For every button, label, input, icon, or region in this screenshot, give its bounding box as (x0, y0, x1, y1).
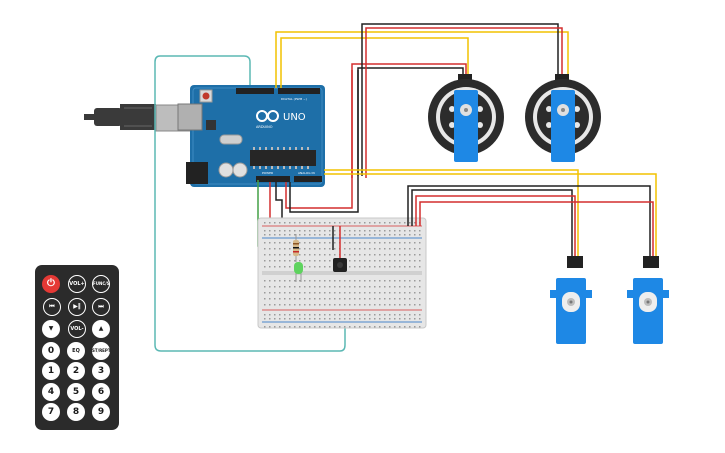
remote-eq-button[interactable]: EQ (67, 342, 85, 360)
remote-6-button[interactable]: 6 (92, 383, 110, 401)
remote-vol-down-button[interactable]: VOL- (68, 320, 86, 338)
arduino-brand-label: ARDUINO (256, 125, 273, 129)
arduino-analog-label: ANALOG IN (298, 171, 315, 175)
micro-servo-left (550, 256, 592, 344)
arduino-logo (256, 110, 279, 122)
remote-play-pause-button[interactable]: ▶‖ (68, 298, 86, 316)
remote-3-button[interactable]: 3 (92, 362, 110, 380)
arduino-power-label: POWER (262, 171, 273, 175)
remote-func-stop-button[interactable]: FUNC/STOP (92, 275, 110, 293)
remote-4-button[interactable]: 4 (42, 383, 60, 401)
arduino-digital-label: DIGITAL (PWM ~) (281, 97, 307, 101)
remote-down-button[interactable]: ▼ (42, 320, 60, 338)
remote-up-button[interactable]: ▲ (92, 320, 110, 338)
remote-0-button[interactable]: 0 (42, 342, 60, 360)
remote-fast-forward-button[interactable]: ⏭ (92, 298, 110, 316)
breadboard (257, 217, 427, 329)
resistor (293, 234, 299, 262)
green-led (294, 262, 303, 282)
remote-7-button[interactable]: 7 (42, 403, 60, 421)
remote-vol-up-button[interactable]: VOL+ (68, 275, 86, 293)
remote-rewind-button[interactable]: ⏮ (43, 298, 61, 316)
remote-2-button[interactable]: 2 (67, 362, 85, 380)
remote-power-button[interactable]: ⏻ (42, 275, 60, 293)
arduino-model-label: UNO (283, 112, 306, 123)
remote-1-button[interactable]: 1 (42, 362, 60, 380)
remote-5-button[interactable]: 5 (67, 383, 85, 401)
breadboard-jumpers (332, 185, 654, 258)
remote-9-button[interactable]: 9 (92, 403, 110, 421)
teal-signal-wire (154, 55, 346, 352)
ir-receiver (333, 258, 347, 272)
micro-servo-right (627, 256, 669, 344)
remote-8-button[interactable]: 8 (67, 403, 85, 421)
remote-st-rept-button[interactable]: ST/REPT (92, 342, 110, 360)
wheel-servo-right (525, 74, 601, 162)
ir-remote: ⏻ VOL+ FUNC/STOP ⏮ ▶‖ ⏭ ▼ VOL- ▲ 0 EQ ST… (35, 265, 119, 430)
wheel-servo-left (428, 74, 504, 162)
arduino-uno-board: UNO ARDUINO DIGITAL (PWM ~) POWER ANALOG… (177, 85, 325, 187)
